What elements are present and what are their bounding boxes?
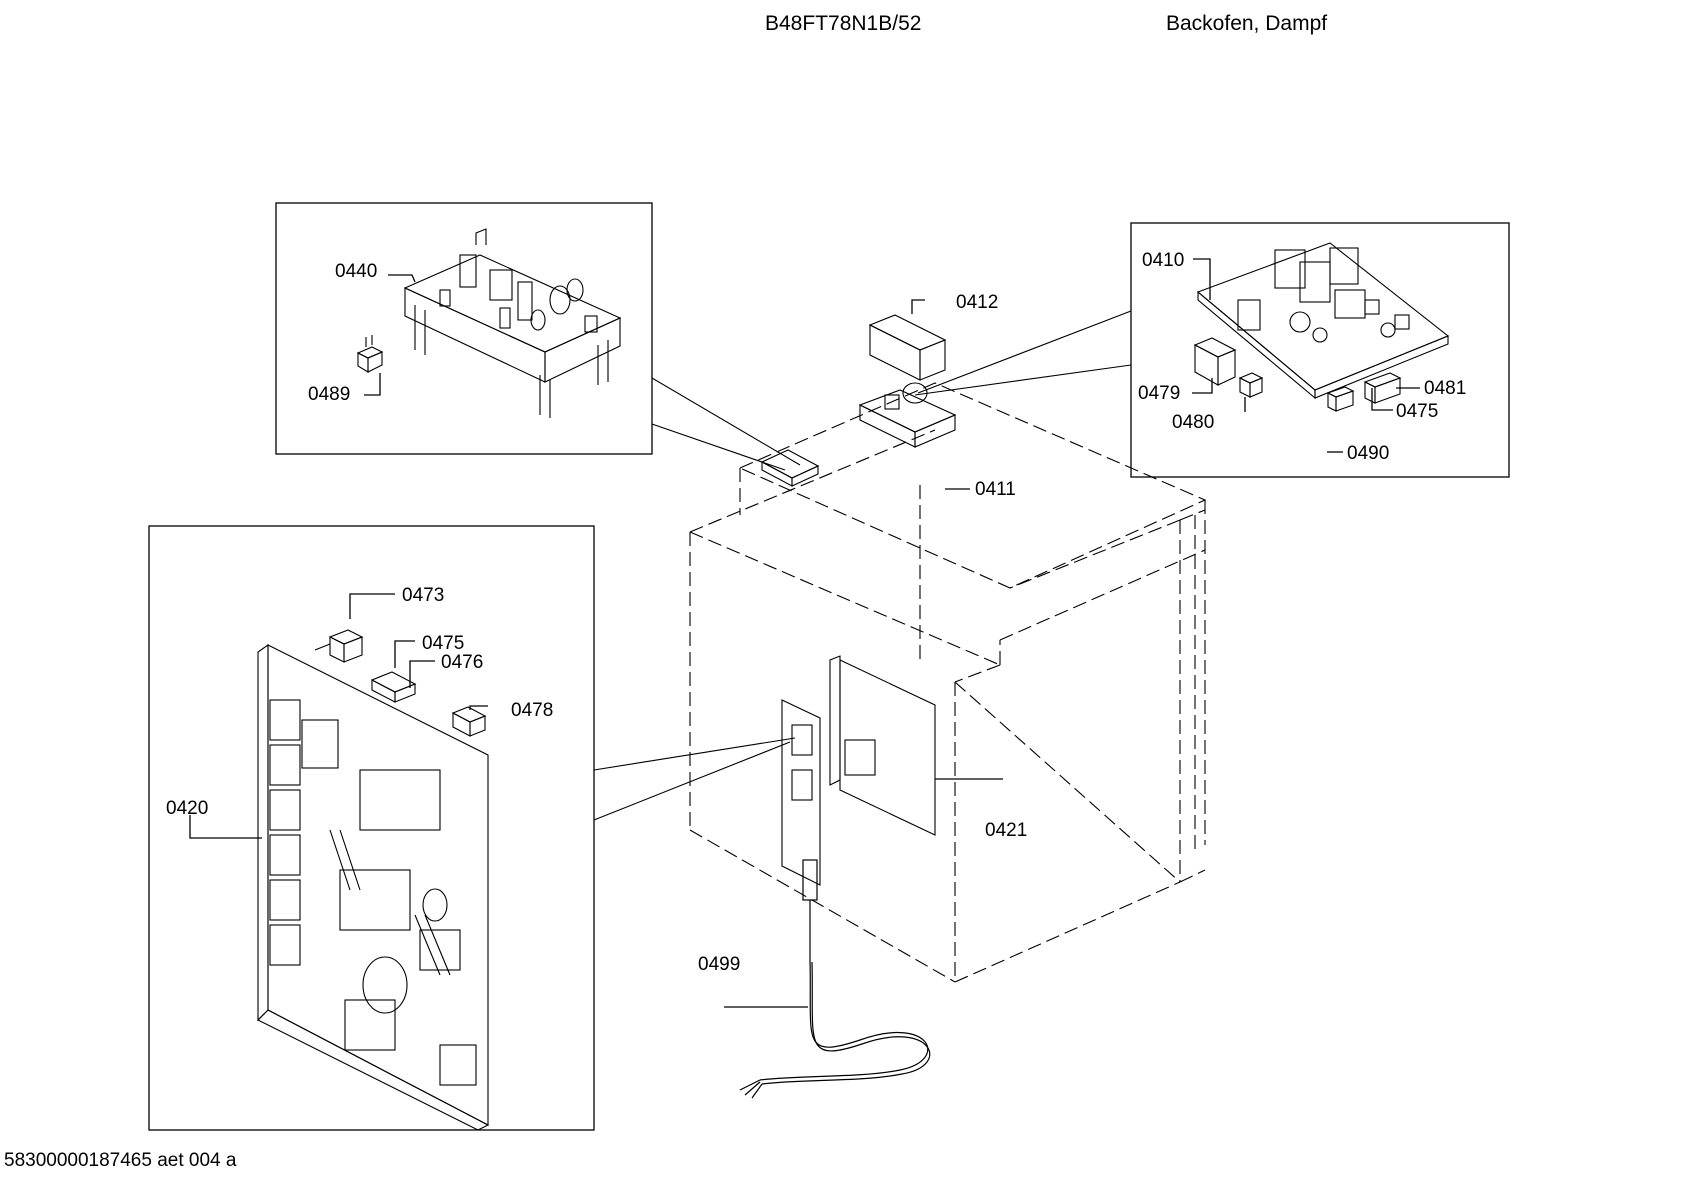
main-board-installed-drawing — [781, 655, 936, 886]
power-module-installed-drawing — [760, 449, 820, 487]
main-board-drawing — [257, 643, 490, 1131]
document-id: 58300000187465 aet 004 a — [4, 1150, 237, 1171]
callout-0475-board: 0475 — [1396, 401, 1438, 422]
detail-box-control-board — [1130, 222, 1510, 478]
callout-0421: 0421 — [985, 820, 1027, 841]
board-0411-drawing — [858, 382, 957, 448]
appliance-description: Backofen, Dampf — [1166, 12, 1328, 35]
model-number: B48FT78N1B/52 — [765, 12, 922, 35]
oven-cabinet-outline — [689, 382, 1207, 983]
housing-0412-drawing — [868, 314, 947, 381]
connector-0480-drawing — [1238, 372, 1264, 398]
leader-0420 — [189, 815, 262, 839]
callout-0475: 0475 — [422, 633, 464, 654]
connector-0473-drawing — [314, 629, 364, 663]
callout-0489: 0489 — [308, 384, 350, 405]
control-board-drawing — [1196, 242, 1450, 400]
callout-0440: 0440 — [335, 261, 377, 282]
leader-0410 — [1193, 258, 1211, 300]
callout-0412: 0412 — [956, 292, 998, 313]
leader-0440 — [388, 274, 416, 283]
connector-0475-0476-drawing — [370, 671, 417, 703]
callout-0480: 0480 — [1172, 412, 1214, 433]
callout-0420: 0420 — [166, 798, 208, 819]
leader-0475-b — [1371, 388, 1393, 411]
callout-0499: 0499 — [698, 954, 740, 975]
power-module-drawing — [403, 228, 622, 418]
callout-0411: 0411 — [975, 479, 1016, 500]
leader-0478 — [469, 705, 488, 710]
power-cable-0499-drawing — [739, 859, 931, 1099]
callout-0479: 0479 — [1138, 383, 1180, 404]
connector-0475-0481-drawing — [1326, 372, 1402, 412]
leader-0479 — [1192, 378, 1213, 394]
connector-0478-drawing — [451, 706, 487, 737]
connector-0479-drawing — [1193, 337, 1237, 386]
leader-0475 — [394, 640, 415, 668]
callout-0490: 0490 — [1347, 443, 1389, 464]
leader-0412 — [911, 299, 925, 314]
connector-0489-drawing — [356, 335, 384, 373]
callout-0476: 0476 — [441, 652, 483, 673]
callout-0410: 0410 — [1142, 250, 1184, 271]
leader-0476 — [409, 660, 435, 688]
leader-0489 — [364, 373, 381, 396]
detail-connector-lines — [593, 310, 1132, 821]
callout-0473: 0473 — [402, 585, 444, 606]
callout-0481: 0481 — [1424, 378, 1466, 399]
detail-box-power-module — [275, 202, 653, 455]
detail-box-main-board — [148, 525, 595, 1131]
callout-0478: 0478 — [511, 700, 553, 721]
leader-0473 — [349, 593, 395, 619]
